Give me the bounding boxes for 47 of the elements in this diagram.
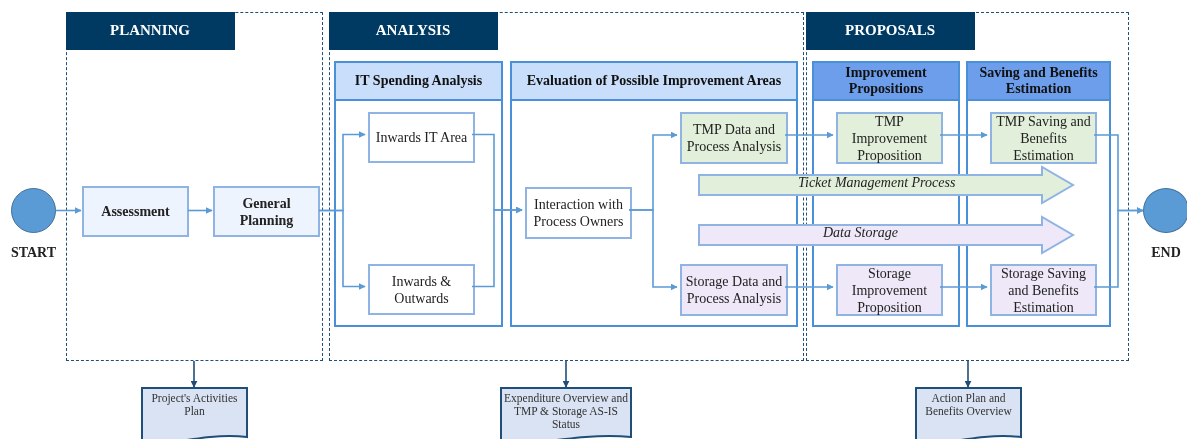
connector-arrow bbox=[784, 283, 834, 291]
connector-arrow bbox=[187, 207, 213, 214]
document-shape bbox=[141, 387, 248, 439]
connector-arrow bbox=[939, 283, 988, 291]
terminal-label: END bbox=[1150, 245, 1182, 261]
band-label: Ticket Management Process bbox=[798, 174, 956, 192]
process-band-arrow bbox=[698, 216, 1074, 254]
connector-arrow bbox=[628, 209, 678, 291]
panel-header: Evaluation of Possible Improvement Areas bbox=[512, 63, 796, 101]
process-box: Assessment bbox=[82, 186, 189, 237]
phase-header: PROPOSALS bbox=[805, 11, 975, 50]
document-label: Action Plan and Benefits Overview bbox=[924, 392, 1013, 418]
process-box: Inwards IT Area bbox=[368, 112, 475, 163]
terminal-label: START bbox=[9, 245, 58, 261]
document-label: Project's Activities Plan bbox=[150, 392, 239, 418]
process-box: Storage Data and Process Analysis bbox=[680, 264, 788, 316]
document-shape bbox=[500, 387, 632, 439]
process-box: General Planning bbox=[213, 186, 320, 237]
process-box: Inwards & Outwards bbox=[368, 264, 475, 315]
terminal-circle bbox=[1143, 188, 1187, 233]
connector-arrow bbox=[562, 360, 570, 388]
connector-arrow bbox=[471, 206, 523, 288]
connector-arrow bbox=[964, 360, 972, 388]
connector-arrow bbox=[318, 209, 366, 290]
document-shape bbox=[915, 387, 1022, 439]
panel-frame bbox=[334, 61, 503, 327]
phase-header: ANALYSIS bbox=[328, 11, 498, 50]
connector-arrow bbox=[939, 131, 988, 139]
process-box: TMP Data and Process Analysis bbox=[680, 112, 788, 164]
process-box: TMP Saving and Benefits Estimation bbox=[990, 112, 1097, 164]
process-band-arrow bbox=[698, 166, 1074, 204]
panel-header: Saving and Benefits Estimation bbox=[968, 63, 1109, 101]
connector-arrow bbox=[784, 131, 834, 139]
process-box: Storage Improvement Proposition bbox=[836, 264, 943, 316]
phase-frame bbox=[66, 12, 323, 361]
panel-header: IT Spending Analysis bbox=[336, 63, 501, 101]
connector-arrow bbox=[55, 207, 82, 214]
process-box: Storage Saving and Benefits Estimation bbox=[990, 264, 1097, 316]
document-label: Expenditure Overview and TMP & Storage AS-IS Status bbox=[503, 392, 629, 431]
process-box: Interaction with Process Owners bbox=[525, 187, 632, 239]
band-label: Data Storage bbox=[823, 224, 899, 242]
process-box: TMP Improvement Proposition bbox=[836, 112, 943, 164]
phase-header: PLANNING bbox=[65, 11, 235, 50]
terminal-circle bbox=[11, 188, 56, 233]
connector-arrow bbox=[190, 360, 198, 388]
panel-header: Improvement Propositions bbox=[814, 63, 958, 101]
connector-arrow bbox=[1093, 207, 1144, 288]
